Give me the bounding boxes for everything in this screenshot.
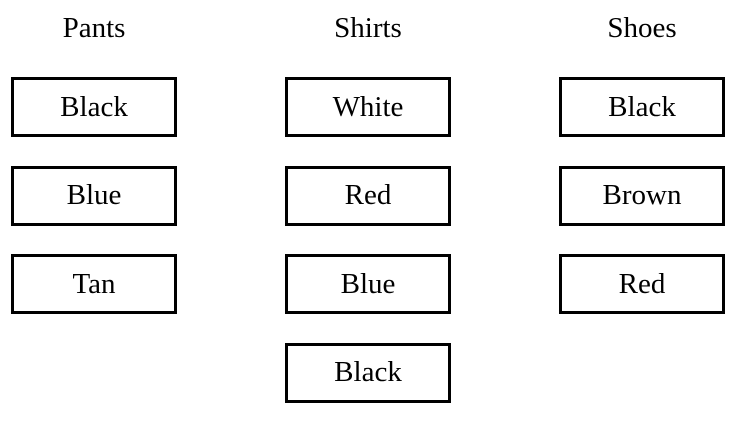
pants-option-box: Blue xyxy=(11,165,177,226)
pants-heading: Pants xyxy=(62,12,126,44)
shirts-option-list: White Red Blue Black xyxy=(285,77,451,431)
shirts-heading: Shirts xyxy=(334,12,402,44)
shoes-option-box: Brown xyxy=(559,165,725,226)
shirts-option-box: White xyxy=(285,77,451,137)
shirts-option-box: Blue xyxy=(285,254,451,314)
shirts-option-box: Black xyxy=(285,342,451,403)
pants-option-box: Black xyxy=(11,77,177,137)
shoes-option-list: Black Brown Red xyxy=(559,77,725,343)
shoes-option-box: Black xyxy=(559,77,725,137)
pants-option-box: Tan xyxy=(11,254,177,314)
shoes-heading: Shoes xyxy=(607,12,677,44)
shirts-option-box: Red xyxy=(285,165,451,226)
pants-option-list: Black Blue Tan xyxy=(11,77,177,343)
shoes-option-box: Red xyxy=(559,254,725,314)
